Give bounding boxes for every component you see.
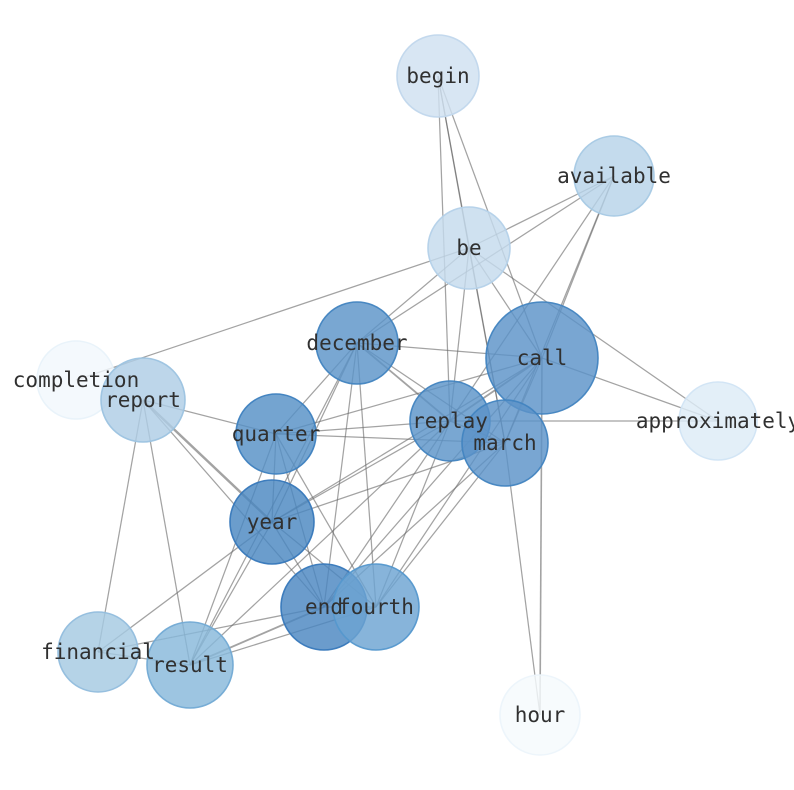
node-label-completion: completion <box>13 368 139 392</box>
node-label-available: available <box>557 164 671 188</box>
node-report <box>100 357 186 443</box>
node-available <box>573 135 655 217</box>
node-label-december: december <box>306 331 407 355</box>
node-label-march: march <box>473 431 536 455</box>
edge-hour-march <box>504 442 541 716</box>
edge-hour-call <box>539 357 543 716</box>
node-quarter <box>235 393 317 475</box>
node-label-result: result <box>152 653 228 677</box>
node-approximately <box>678 381 758 461</box>
node-call <box>485 301 599 415</box>
node-label-approximately: approximately <box>636 409 794 433</box>
edge-replay-result <box>189 420 451 666</box>
node-result <box>146 621 234 709</box>
node-year <box>229 479 315 565</box>
node-label-end: end <box>305 595 343 619</box>
node-label-be: be <box>456 236 481 260</box>
node-fourth <box>332 563 420 651</box>
edge-available-replay <box>449 175 615 422</box>
node-label-fourth: fourth <box>338 595 414 619</box>
nodes-layer <box>36 34 758 756</box>
node-december <box>315 301 399 385</box>
node-label-begin: begin <box>406 64 469 88</box>
edge-december-end <box>323 342 358 608</box>
node-label-call: call <box>517 346 568 370</box>
labels-layer: completion begin available be approximately h… <box>13 64 794 727</box>
node-financial <box>57 611 139 693</box>
node-label-report: report <box>105 388 181 412</box>
node-march <box>461 399 549 487</box>
node-label-financial: financial <box>41 640 155 664</box>
node-label-quarter: quarter <box>232 422 321 446</box>
node-hour <box>499 674 581 756</box>
node-be <box>427 206 511 290</box>
node-begin <box>396 34 480 118</box>
node-label-replay: replay <box>412 409 488 433</box>
edge-report-result <box>142 399 191 666</box>
node-label-year: year <box>247 510 298 534</box>
node-label-hour: hour <box>515 703 566 727</box>
